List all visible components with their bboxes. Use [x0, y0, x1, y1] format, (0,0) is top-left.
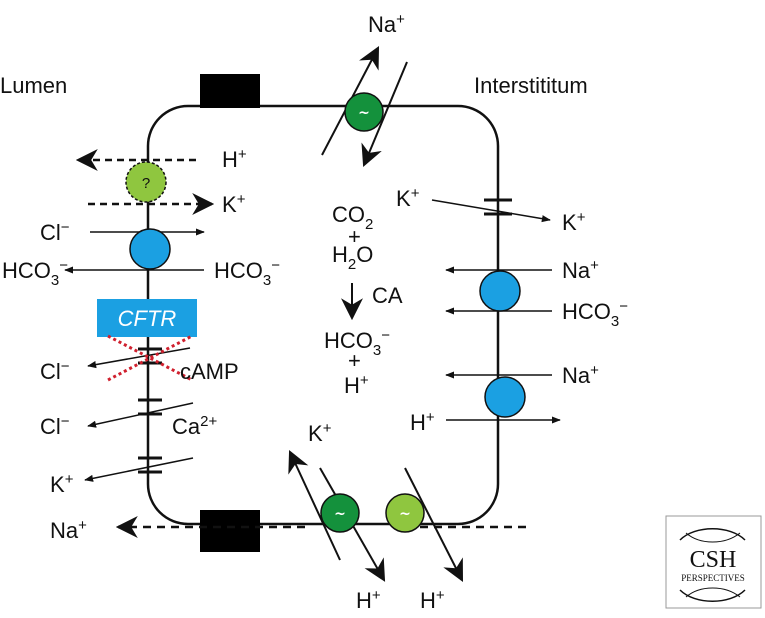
h-k-atpase-pump-2: [385, 493, 425, 533]
k-efflux-arrow-right: [431, 199, 551, 223]
label-h-center: H+: [344, 372, 369, 398]
cftr-cross-1: [107, 334, 193, 382]
label-na-bottom-left: Na+: [50, 517, 87, 543]
label-hco3-right: HCO3−: [562, 298, 628, 330]
label-h-bottom-2: H+: [420, 587, 445, 613]
label-ca: Ca2+: [172, 413, 217, 439]
label-cl-2: Cl−: [40, 358, 70, 384]
pump-tilde-bottom-2: ~: [399, 506, 411, 522]
label-k-left-bottom: K+: [50, 471, 74, 497]
logo-csh-text: CSH: [690, 547, 737, 573]
label-h-top-left: H+: [222, 146, 247, 172]
cftr-box: [97, 299, 197, 337]
unknown-transporter-label: ?: [142, 175, 150, 192]
label-h-right: H+: [410, 409, 435, 435]
label-ca-enzyme: CA: [372, 283, 403, 308]
label-plus-2: +: [348, 348, 361, 373]
label-lumen: Lumen: [0, 73, 67, 98]
label-interstitium: Interstititum: [474, 73, 588, 98]
label-na-top: Na+: [368, 11, 405, 37]
label-na-right-1: Na+: [562, 257, 599, 283]
tight-junction-bottom: [200, 510, 260, 552]
label-cl-1: Cl−: [40, 219, 70, 245]
label-camp: cAMP: [180, 359, 239, 384]
k-influx-arrow-top: [361, 61, 408, 168]
cl-efflux-arrow-camp: [87, 347, 191, 369]
label-hco3-left-in: HCO3−: [214, 257, 280, 289]
logo-perspectives-text: PERSPECTIVES: [681, 573, 745, 583]
na-h-exchanger: [484, 376, 526, 418]
k-influx-arrow-bottom: [288, 450, 341, 561]
pump-tilde-bottom-1: ~: [334, 506, 346, 522]
label-cl-3: Cl−: [40, 413, 70, 439]
label-h-bottom-1: H+: [356, 587, 381, 613]
label-hco3-left: HCO3−: [2, 257, 68, 289]
label-k-top-left: K+: [222, 191, 246, 217]
cl-hco3-exchanger: [129, 228, 171, 270]
label-k-bottom: K+: [308, 420, 332, 446]
h-efflux-arrow-bottom-2: [404, 467, 463, 582]
pump-tilde-top: ~: [358, 105, 370, 121]
label-na-right-2: Na+: [562, 362, 599, 388]
unknown-transporter: [125, 161, 167, 203]
cl-efflux-arrow-ca: [87, 402, 194, 428]
cell-membrane: [146, 104, 500, 526]
label-k-right-out: K+: [562, 209, 586, 235]
na-k-atpase-pump-top: [344, 92, 384, 132]
cftr-cross-2: [107, 334, 193, 382]
label-plus-1: +: [348, 224, 361, 249]
k-efflux-arrow-left: [84, 457, 194, 482]
csh-perspectives-logo: CSH PERSPECTIVES: [665, 515, 762, 609]
na-hco3-cotransporter: [479, 270, 521, 312]
tight-junction-top: [200, 74, 260, 108]
h-k-atpase-pump-1: [320, 493, 360, 533]
label-k-right-in: K+: [396, 185, 420, 211]
cftr-label: CFTR: [118, 306, 177, 331]
